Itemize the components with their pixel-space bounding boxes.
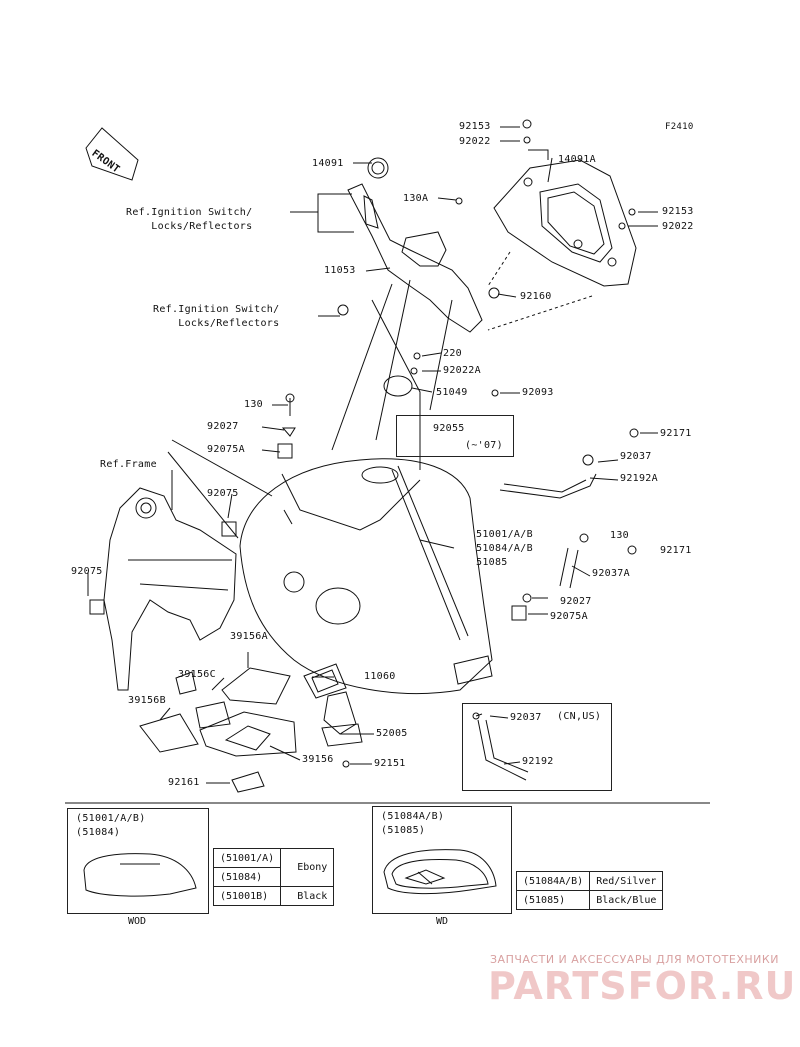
panel-wd-caption: WD [436, 916, 449, 927]
color-row: (51001/A) Ebony [212, 848, 335, 887]
part-39156C: 39156C [178, 669, 216, 680]
ref-ignition-switch-2: Ref.Ignition Switch/ Locks/Reflectors [153, 304, 280, 329]
part-92153-top: 92153 [459, 121, 491, 132]
color-name: Ebony [280, 848, 335, 887]
part-14091A: 14091A [558, 154, 596, 165]
color-row: (51001B) Black [212, 886, 335, 906]
part-92171-top: 92171 [660, 428, 692, 439]
part-92037A: 92037A [592, 568, 630, 579]
color-code: (51084A/B) [515, 871, 591, 891]
part-52005: 52005 [376, 728, 408, 739]
panel-wod-title-2: (51084) [76, 827, 121, 838]
note-box-92055: 92055 (~'07) [396, 415, 514, 457]
watermark-logo: PARTSFOR.RU [488, 964, 797, 1008]
panel-wd-title-2: (51085) [381, 825, 426, 836]
part-220: 220 [443, 348, 462, 359]
part-39156: 39156 [302, 754, 334, 765]
color-code: (51001/A) [212, 848, 282, 868]
note-box-cn-us: (CN,US) [462, 703, 612, 791]
part-11060: 11060 [364, 671, 396, 682]
color-row: (51085) Black/Blue [515, 890, 664, 910]
part-92022A: 92022A [443, 365, 481, 376]
panel-wd-title-1: (51084A/B) [381, 811, 445, 822]
part-92022-r: 92022 [662, 221, 694, 232]
color-name: Red/Silver [589, 871, 664, 891]
part-92037-bottom: 92037 [510, 712, 542, 723]
part-92153-r: 92153 [662, 206, 694, 217]
note-92055-year: (~'07) [465, 440, 503, 451]
color-name: Black/Blue [589, 890, 664, 910]
part-39156A: 39156A [230, 631, 268, 642]
fuel-tank-outline [239, 458, 493, 694]
part-51085: 51085 [476, 557, 508, 568]
note-92055: 92055 [433, 423, 465, 434]
color-code: (51084) [212, 867, 282, 887]
part-92192: 92192 [522, 756, 554, 767]
watermark-tagline: ЗАПЧАСТИ И АКСЕССУАРЫ ДЛЯ МОТОТЕХНИКИ [490, 953, 779, 966]
part-130-right: 130 [610, 530, 629, 541]
part-92075-mid: 92075 [207, 488, 239, 499]
part-92075A-left: 92075A [207, 444, 245, 455]
part-92075-left: 92075 [71, 566, 103, 577]
panel-wod: (51001/A/B) (51084) [67, 808, 209, 914]
panel-wod-caption: WOD [128, 916, 147, 927]
part-51001: 51001/A/B [476, 529, 533, 540]
part-92161: 92161 [168, 777, 200, 788]
note-cn-us: (CN,US) [557, 711, 602, 722]
part-39156B: 39156B [128, 695, 166, 706]
part-92192A: 92192A [620, 473, 658, 484]
part-14091: 14091 [312, 158, 344, 169]
ref-frame: Ref.Frame [100, 459, 157, 470]
part-51049: 51049 [436, 387, 468, 398]
part-130A: 130A [403, 193, 429, 204]
part-130-left: 130 [244, 399, 263, 410]
panel-wd: (51084A/B) (51085) [372, 806, 512, 914]
color-code: (51001B) [212, 886, 282, 906]
part-92037-top: 92037 [620, 451, 652, 462]
color-code: (51085) [515, 890, 591, 910]
front-arrow-icon [85, 127, 139, 181]
part-51084: 51084/A/B [476, 543, 533, 554]
part-92093: 92093 [522, 387, 554, 398]
color-name: Black [280, 886, 335, 906]
part-92075A-right: 92075A [550, 611, 588, 622]
ref-ignition-switch-1: Ref.Ignition Switch/ Locks/Reflectors [126, 207, 253, 232]
figure-code: F2410 [665, 122, 694, 132]
part-92027-left: 92027 [207, 421, 239, 432]
part-92022-top: 92022 [459, 136, 491, 147]
panel-wod-title-1: (51001/A/B) [76, 813, 146, 824]
color-table-2: (51084A/B) Red/Silver (51085) Black/Blue [515, 871, 664, 910]
color-table-1: (51001/A) Ebony (51084) (51001B) Black [212, 848, 335, 906]
part-92171-right: 92171 [660, 545, 692, 556]
part-92160: 92160 [520, 291, 552, 302]
part-92151: 92151 [374, 758, 406, 769]
part-92027-right: 92027 [560, 596, 592, 607]
part-11053: 11053 [324, 265, 356, 276]
color-row: (51084A/B) Red/Silver [515, 871, 664, 891]
